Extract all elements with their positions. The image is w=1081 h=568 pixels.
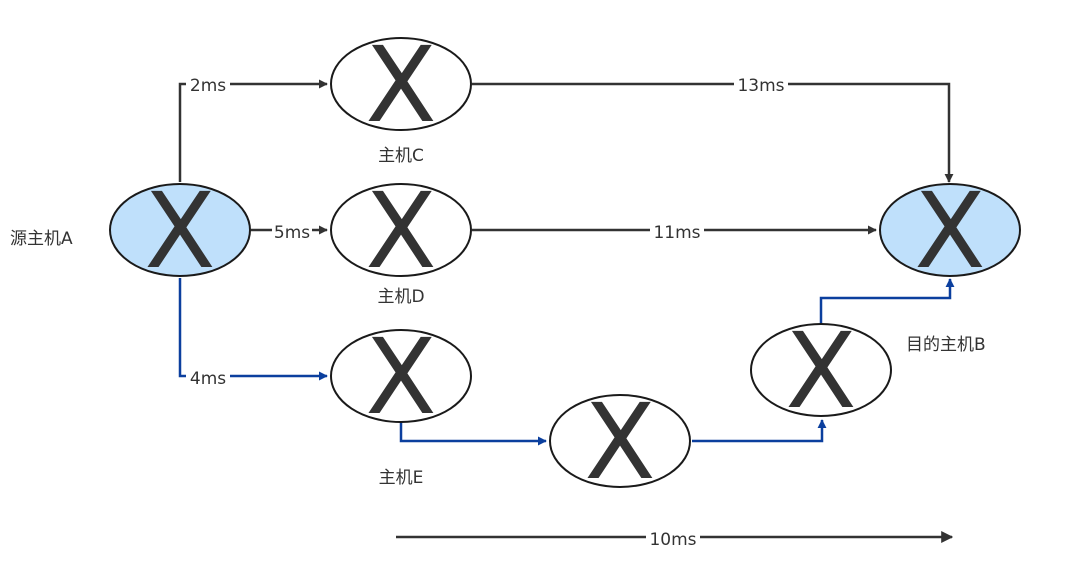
node-intermediate-1: X <box>549 381 691 503</box>
edge-a-to-d: 5ms <box>251 220 328 243</box>
node-intermediate-2: X <box>750 310 892 432</box>
node-label-host-e: 主机E <box>379 468 424 488</box>
node-label-source-host-a: 源主机A <box>10 229 73 249</box>
node-label-host-c: 主机C <box>378 146 424 166</box>
node-host-e: X <box>330 316 472 438</box>
node-x-glyph: X <box>365 24 436 146</box>
node-host-c: X <box>330 24 472 146</box>
bottom-time-arrow: 10ms <box>396 527 954 550</box>
edge-e-to-m1 <box>399 422 547 446</box>
node-source-host-a: X <box>109 170 251 292</box>
node-x-glyph: X <box>365 316 436 438</box>
edge-label-4ms: 4ms <box>190 369 226 389</box>
node-x-glyph: X <box>785 310 856 432</box>
edge-m1-to-m2 <box>692 419 827 443</box>
edge-label-2ms: 2ms <box>190 76 226 96</box>
node-x-glyph: X <box>144 170 215 292</box>
edge-d-to-b: 11ms <box>472 220 877 243</box>
edge-c-to-b: 13ms <box>472 74 954 183</box>
edge-label-5ms: 5ms <box>274 223 310 243</box>
node-label-host-d: 主机D <box>377 287 424 307</box>
node-x-glyph: X <box>914 170 985 292</box>
node-label-destination-host-b: 目的主机B <box>906 335 986 355</box>
bottom-arrow-label-10ms: 10ms <box>649 530 696 550</box>
edge-m2-to-b <box>819 278 955 324</box>
edge-label-11ms: 11ms <box>653 223 700 243</box>
node-x-glyph: X <box>365 170 436 292</box>
node-x-glyph: X <box>584 381 655 503</box>
edge-a-to-e: 4ms <box>178 278 328 389</box>
edge-a-to-c: 2ms <box>178 74 328 182</box>
node-host-d: X <box>330 170 472 292</box>
edge-label-13ms: 13ms <box>737 76 784 96</box>
node-destination-host-b: X <box>879 170 1021 292</box>
